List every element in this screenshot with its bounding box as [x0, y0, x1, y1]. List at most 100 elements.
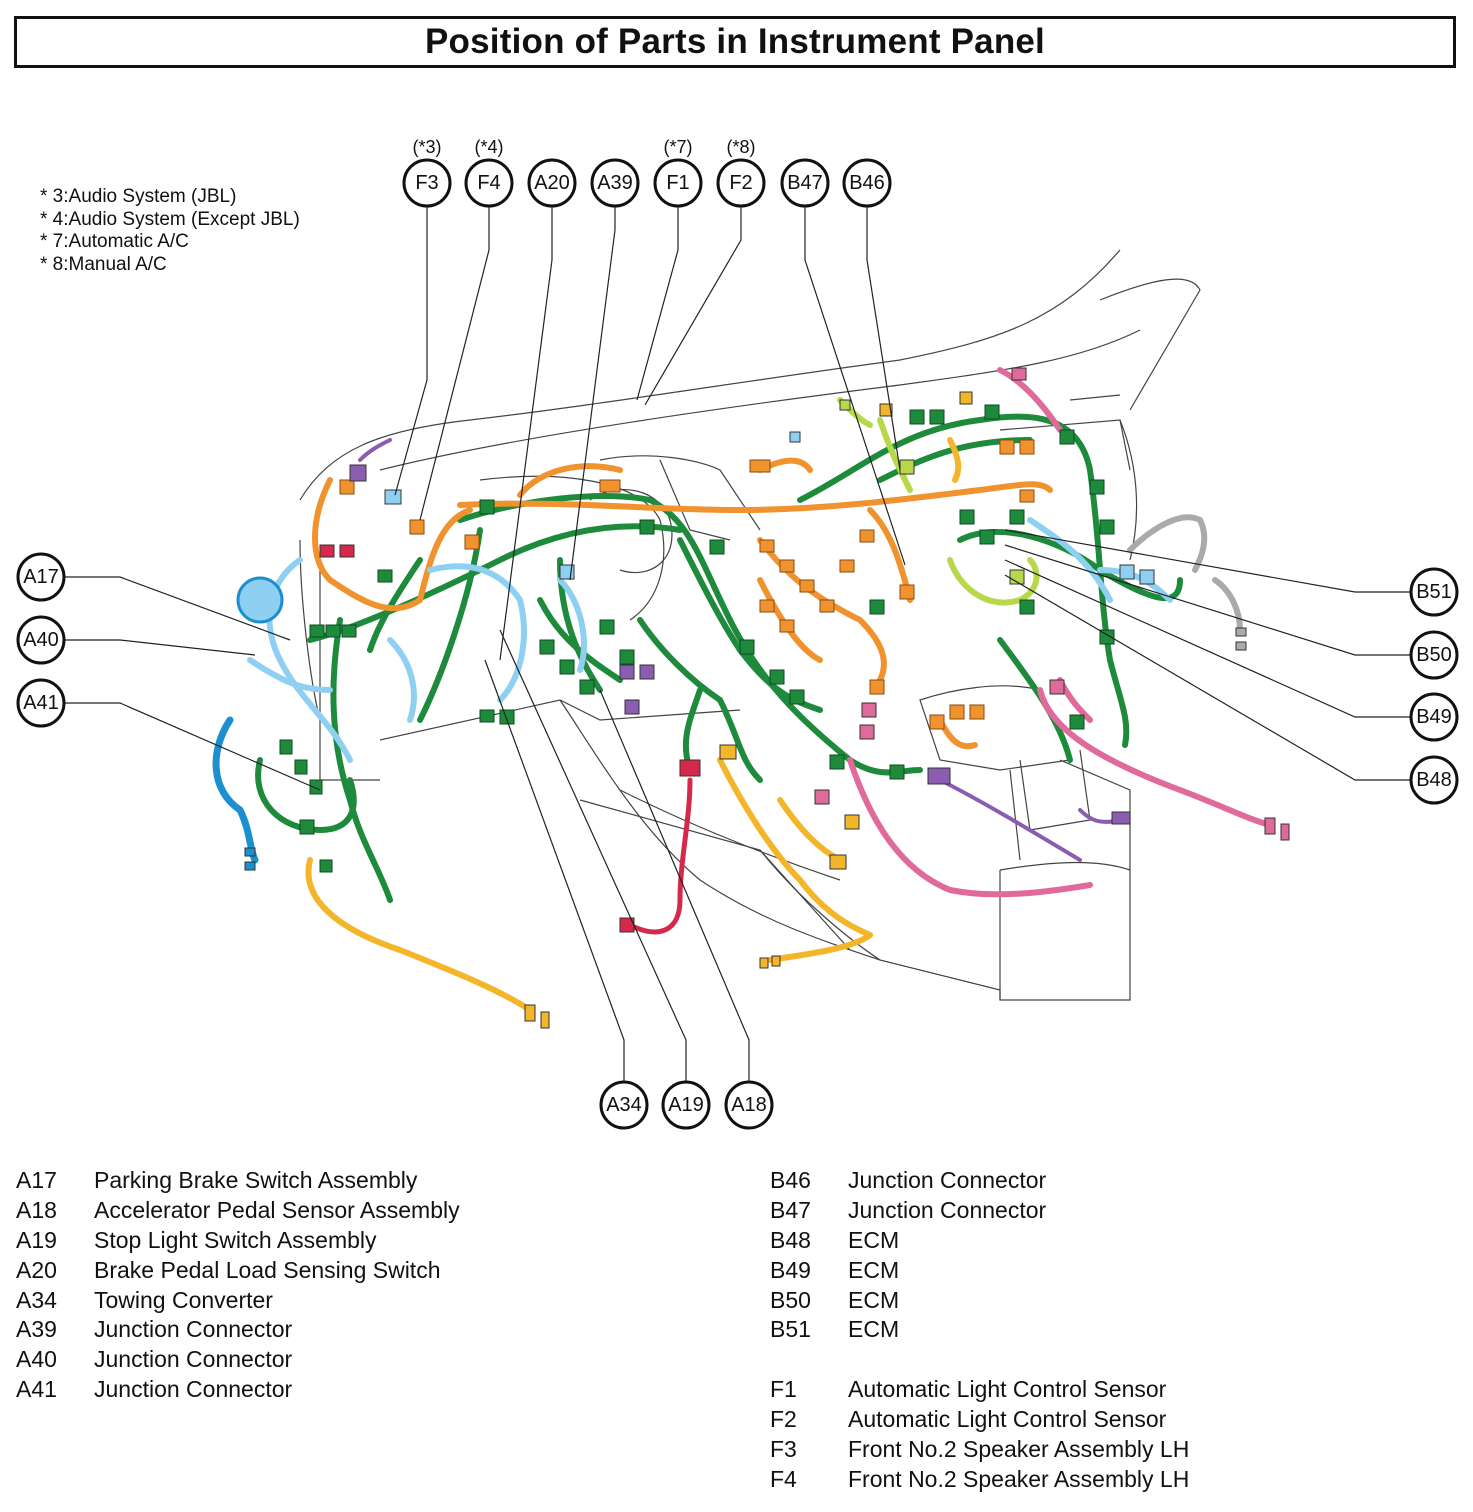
legend-code: B49 [770, 1256, 811, 1283]
legend-name: Towing Converter [94, 1286, 273, 1313]
legend-name: Junction Connector [94, 1376, 293, 1403]
harness-lightblue [247, 517, 1173, 763]
svg-text:A40: A40 [23, 629, 59, 651]
svg-text:A20: A20 [534, 172, 570, 194]
svg-text:F1: F1 [666, 172, 689, 194]
svg-text:F4: F4 [477, 172, 500, 194]
legend-code: A40 [16, 1346, 57, 1373]
legend-name: ECM [848, 1286, 900, 1313]
legend-code: F3 [770, 1436, 797, 1463]
legend-row: B48 ECM [770, 1226, 1189, 1256]
callout-A34: A34 [599, 1080, 649, 1130]
legend-code: A39 [16, 1316, 57, 1343]
callout-A19: A19 [661, 1080, 711, 1130]
legend-code: A19 [16, 1226, 57, 1253]
legend-code: B46 [770, 1167, 811, 1193]
legend-row: A39 Junction Connector [16, 1315, 460, 1345]
callout-F4: (*4) F4 [464, 137, 514, 208]
connectors-green [279, 404, 1115, 873]
svg-text:B46: B46 [849, 172, 885, 194]
callout-B50: B50 [1409, 630, 1459, 680]
legend-code: A18 [16, 1196, 57, 1223]
svg-text:F2: F2 [729, 172, 752, 194]
callout-A17: A17 [16, 552, 66, 602]
legend-name: Junction Connector [848, 1167, 1047, 1193]
svg-text:F3: F3 [415, 172, 438, 194]
callout-F2: (*8) F2 [716, 137, 766, 208]
svg-text:B48: B48 [1416, 769, 1452, 791]
callout-B49: B49 [1409, 692, 1459, 742]
callout-F3: (*3) F3 [402, 137, 452, 208]
legend-name: Junction Connector [848, 1196, 1047, 1223]
svg-text:B47: B47 [787, 172, 823, 194]
callout-F1: (*7) F1 [653, 137, 703, 208]
legend-code: A41 [16, 1376, 57, 1403]
connectors-orange [339, 439, 1035, 730]
legend-row: F3 Front No.2 Speaker Assembly LH [770, 1435, 1189, 1465]
svg-text:(*3): (*3) [412, 137, 441, 157]
legend-row: A18 Accelerator Pedal Sensor Assembly [16, 1196, 460, 1226]
svg-text:(*8): (*8) [726, 137, 755, 157]
callout-B47: B47 [780, 158, 830, 208]
note-line: * 8:Manual A/C [40, 253, 167, 275]
svg-text:B51: B51 [1416, 581, 1452, 603]
legend-name: Automatic Light Control Sensor [848, 1376, 1167, 1403]
svg-text:(*7): (*7) [663, 137, 692, 157]
svg-text:A41: A41 [23, 692, 59, 714]
notes-block: * 3:Audio System (JBL) * 4:Audio System … [40, 186, 300, 276]
legend-row: F4 Front No.2 Speaker Assembly LH [770, 1465, 1189, 1495]
svg-text:B49: B49 [1416, 706, 1452, 728]
svg-text:B50: B50 [1416, 644, 1452, 666]
svg-text:(*4): (*4) [474, 137, 503, 157]
harness-blue [212, 576, 284, 864]
callout-A41: A41 [16, 678, 66, 728]
legend-name: Accelerator Pedal Sensor Assembly [94, 1196, 460, 1223]
callout-A40: A40 [16, 615, 66, 665]
svg-text:A19: A19 [668, 1094, 704, 1116]
legend-name: Stop Light Switch Assembly [94, 1226, 377, 1253]
legend-row: A19 Stop Light Switch Assembly [16, 1226, 460, 1256]
legend-code: B50 [770, 1286, 811, 1313]
legend-code: F1 [770, 1376, 797, 1403]
legend-name: ECM [848, 1226, 900, 1253]
title-box: Position of Parts in Instrument Panel [14, 16, 1456, 68]
legend-name: ECM [848, 1256, 900, 1283]
legend-row: B49 ECM [770, 1256, 1189, 1286]
harness-gray [1127, 514, 1243, 633]
harness-pink [847, 367, 1273, 898]
legend-name: Automatic Light Control Sensor [848, 1406, 1167, 1433]
legend-name: Junction Connector [94, 1316, 293, 1343]
callout-B48: B48 [1409, 755, 1459, 805]
page-title: Position of Parts in Instrument Panel [425, 22, 1045, 61]
svg-text:A34: A34 [606, 1094, 642, 1116]
note-line: * 4:Audio System (Except JBL) [40, 208, 300, 230]
svg-text:A39: A39 [597, 172, 633, 194]
legend-name: Front No.2 Speaker Assembly LH [848, 1465, 1190, 1492]
legend-name: ECM [848, 1316, 900, 1343]
legend-code: B48 [770, 1226, 811, 1253]
legend-row: B46 Junction Connector [770, 1166, 1189, 1196]
svg-text:A17: A17 [23, 566, 59, 588]
callout-B46: B46 [842, 158, 892, 208]
legend-name: Parking Brake Switch Assembly [94, 1167, 418, 1193]
legend-spacer [770, 1345, 1189, 1375]
legend-row: F1 Automatic Light Control Sensor [770, 1375, 1189, 1405]
legend-row: B50 ECM [770, 1286, 1189, 1316]
leader-lines [64, 207, 1412, 1082]
legend-row: A41 Junction Connector [16, 1375, 460, 1405]
legend-name: Front No.2 Speaker Assembly LH [848, 1436, 1190, 1463]
callout-B51: B51 [1409, 567, 1459, 617]
harness-red [627, 777, 693, 935]
svg-text:A18: A18 [731, 1094, 767, 1116]
legend-code: F4 [770, 1465, 797, 1492]
